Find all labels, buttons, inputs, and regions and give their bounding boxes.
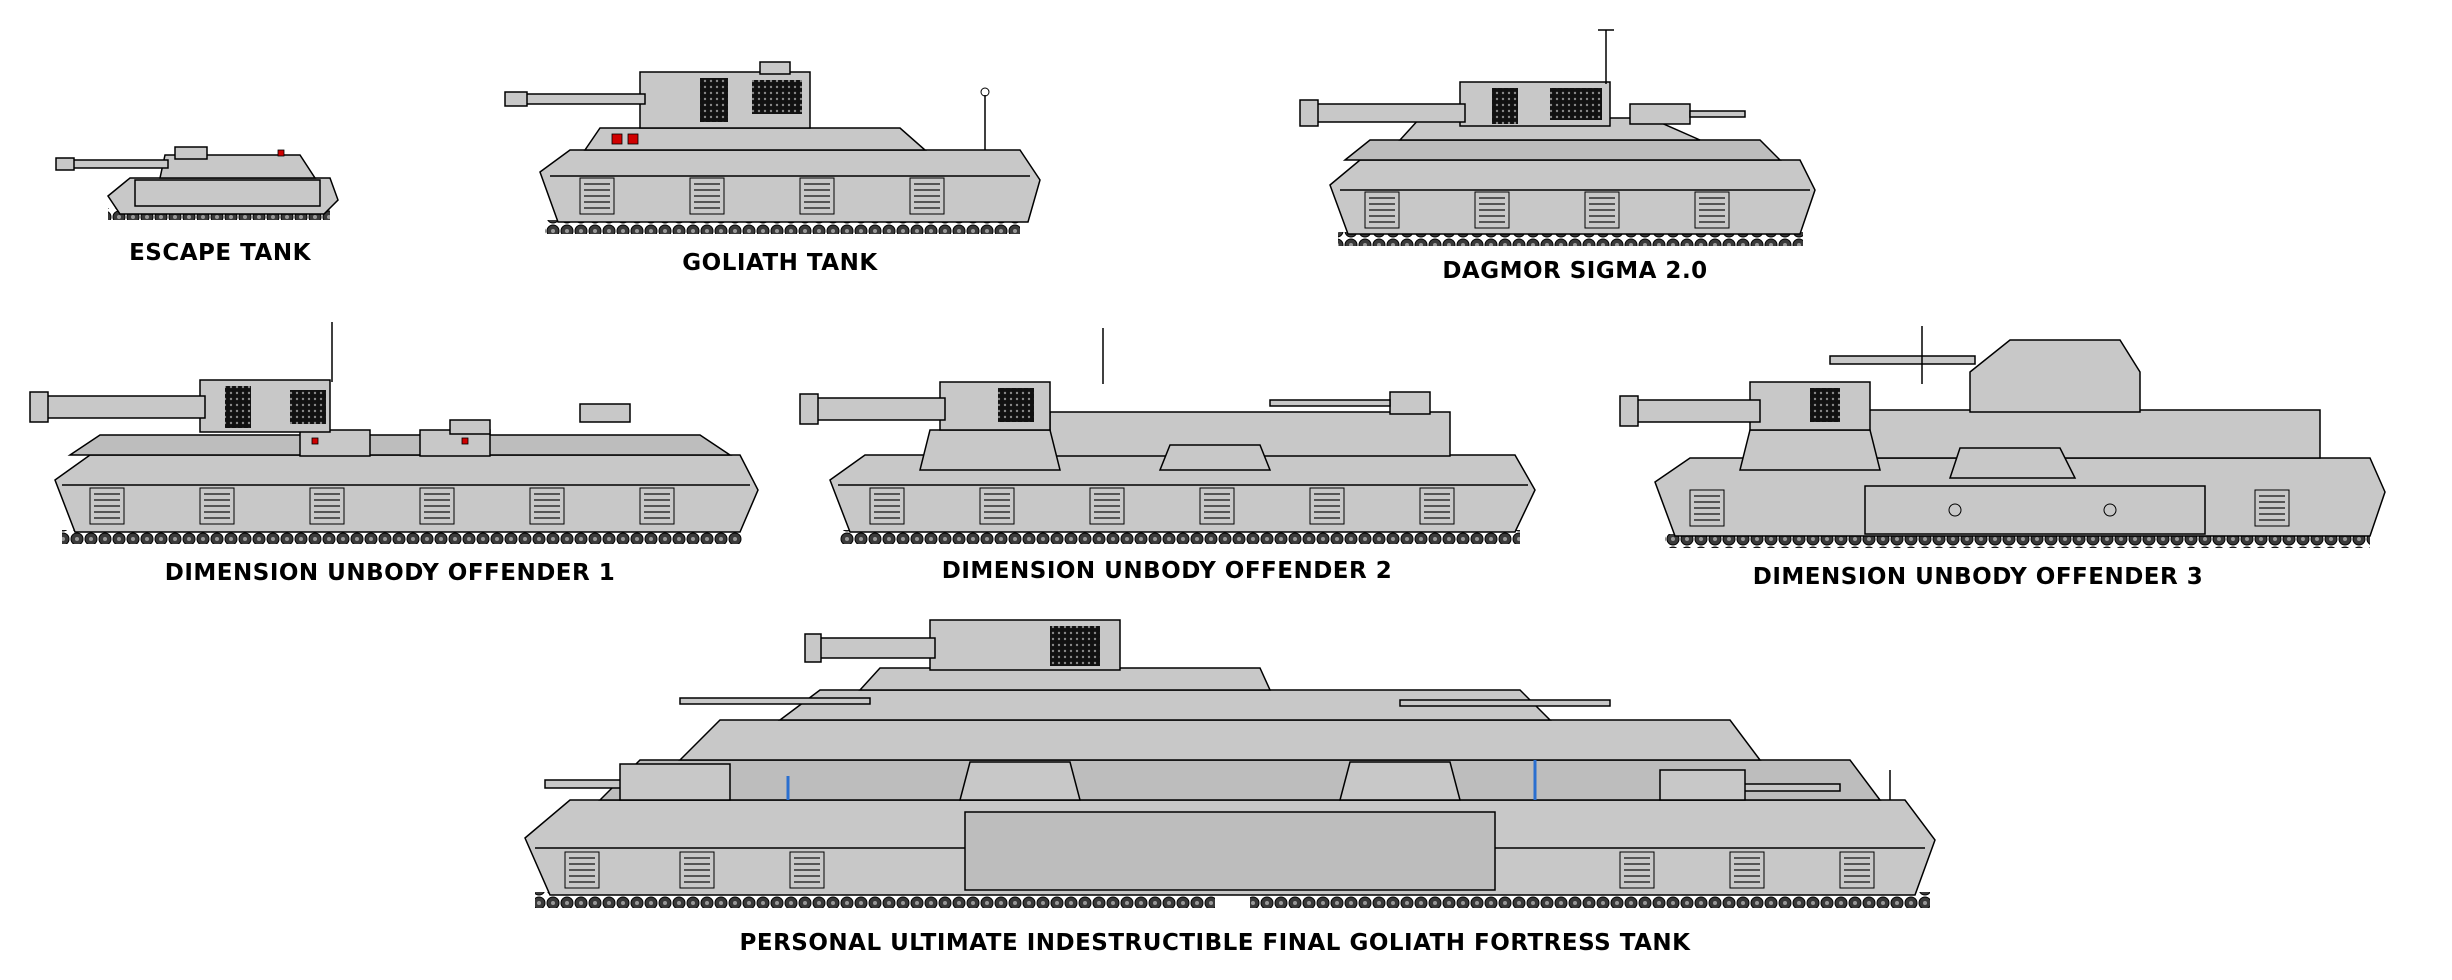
dimension-unbody-offender-3 (1619, 326, 2386, 548)
fortress-tank-label: PERSONAL ULTIMATE INDESTRUCTIBLE FINAL G… (739, 930, 1691, 956)
dimension-unbody-offender-2 (799, 328, 1536, 544)
fortress-tank (524, 619, 1936, 908)
goliath-tank-label: GOLIATH TANK (682, 250, 878, 276)
escape-tank (55, 146, 339, 220)
escape-tank-label: ESCAPE TANK (129, 240, 311, 266)
dimension-unbody-offender-1 (29, 322, 759, 544)
offender-2-label: DIMENSION UNBODY OFFENDER 2 (941, 558, 1393, 584)
offender-1-label: DIMENSION UNBODY OFFENDER 1 (164, 560, 616, 586)
dagmor-sigma-tank (1299, 29, 1816, 246)
dagmor-sigma-label: DAGMOR SIGMA 2.0 (1442, 258, 1708, 284)
offender-3-label: DIMENSION UNBODY OFFENDER 3 (1752, 564, 2204, 590)
goliath-tank (504, 61, 1041, 234)
